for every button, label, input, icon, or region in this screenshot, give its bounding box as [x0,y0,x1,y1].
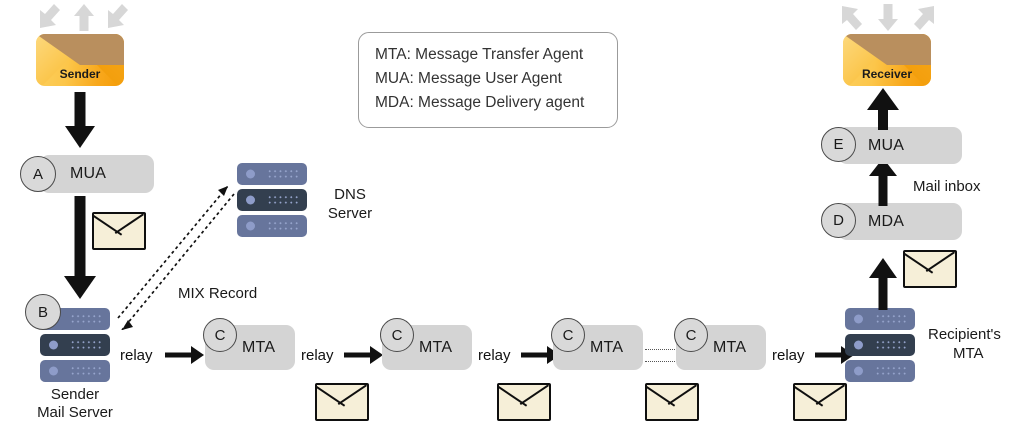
envelope-icon-6 [903,250,957,288]
step-badge-a: A [20,156,56,192]
legend-box: MTA: Message Transfer Agent MUA: Message… [358,32,618,128]
sender-mail-icon: Sender [36,34,124,86]
receiver-converge-arrows-icon [842,4,934,31]
arrow-recipient-mta-to-mda [868,258,898,310]
legend-line-mua: MUA: Message User Agent [375,70,562,87]
step-badge-c-4: C [674,318,708,352]
arrow-sender-to-mua [64,92,96,148]
sender-spread-arrows-icon [40,4,128,31]
step-badge-e: E [821,127,856,162]
envelope-icon-4 [645,383,699,421]
recipient-mua-label: MUA [868,136,905,154]
arrow-mua-to-receiver [866,88,900,130]
arrow-mda-to-mua [868,158,898,206]
mta-label-4: MTA [713,338,747,356]
legend-line-mda: MDA: Message Delivery agent [375,94,585,111]
sender-mail-flap [36,34,124,65]
sender-mua-box[interactable]: MUA [40,155,154,193]
recipient-mta-rack[interactable] [845,308,915,382]
receiver-label: Receiver [861,67,913,81]
step-badge-b: B [25,294,61,330]
step-badge-c-1: C [203,318,237,352]
sender-label: Sender [59,67,101,81]
recipient-mda-box[interactable]: MDA [838,203,962,240]
envelope-icon-1 [92,212,146,250]
mta-label-3: MTA [590,338,624,356]
receiver-mail-flap [843,34,931,65]
recipient-mta-label-line2: MTA [953,345,984,362]
relay-label-3: relay [478,347,511,364]
envelope-icon-2 [315,383,369,421]
mta-label-1: MTA [242,338,276,356]
dns-server-rack[interactable] [237,163,307,237]
relay-label-1: relay [120,347,153,364]
mta-label-2: MTA [419,338,453,356]
arrow-mua-to-mail-server [64,196,96,300]
dns-server-label-line2: Server [327,205,373,222]
mail-inbox-label: Mail inbox [913,178,981,195]
sender-mua-label: MUA [70,165,107,182]
receiver-mail-icon: Receiver [843,34,931,86]
recipient-mua-box[interactable]: MUA [838,127,962,164]
legend-line-mta: MTA: Message Transfer Agent [375,46,584,63]
dns-query-lines [117,185,235,330]
arrow-relay-1 [165,346,205,364]
dns-server-label-line1: DNS [334,186,366,203]
step-badge-c-3: C [551,318,585,352]
step-badge-c-2: C [380,318,414,352]
step-badge-d: D [821,203,856,238]
mta-ellipsis-connector-bottom [645,361,675,362]
arrow-relay-2 [344,346,384,364]
relay-label-2: relay [301,347,334,364]
sender-mail-server-label-line2: Mail Server [37,404,113,421]
relay-label-4: relay [772,347,805,364]
envelope-icon-3 [497,383,551,421]
sender-mail-server-label-line1: Sender [50,386,100,403]
envelope-icon-5 [793,383,847,421]
recipient-mda-label: MDA [868,212,905,230]
recipient-mta-label-line1: Recipient's [928,326,1001,343]
mx-record-label: MIX Record [178,285,258,302]
mta-ellipsis-connector-top [645,349,675,350]
